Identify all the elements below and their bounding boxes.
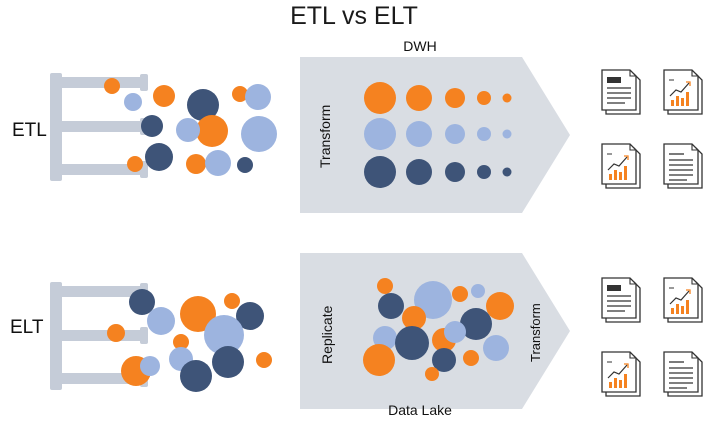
page-title: ETL vs ELT (290, 2, 418, 30)
text-document-icon (663, 351, 703, 397)
etl-output-documents (601, 69, 703, 189)
elt-container-label: Data Lake (388, 402, 452, 418)
elt-row: ELT Replicate Transform Data Lake (10, 253, 703, 418)
etl-row: ETL Transform DWH (12, 38, 703, 213)
elt-raw-data-bubbles (107, 289, 272, 392)
chart-document-icon (663, 69, 703, 115)
chart-document-icon (663, 277, 703, 323)
document-icon (601, 277, 641, 323)
elt-replicate-label: Replicate (319, 305, 335, 364)
elt-output-documents (601, 277, 703, 397)
elt-row-label: ELT (10, 317, 44, 338)
etl-raw-data-bubbles (104, 78, 277, 176)
etl-container-label: DWH (403, 38, 436, 54)
elt-lake-bubbles (363, 278, 514, 381)
chart-document-icon (601, 143, 641, 189)
document-icon (601, 69, 641, 115)
elt-transform-label: Transform (528, 303, 543, 362)
etl-row-label: ETL (12, 120, 47, 141)
etl-transform-label: Transform (317, 105, 333, 168)
text-document-icon (663, 143, 703, 189)
chart-document-icon (601, 351, 641, 397)
etl-transform-bar (300, 57, 346, 213)
etl-sorted-bubbles (364, 82, 512, 188)
elt-replicate-bar (300, 253, 346, 409)
